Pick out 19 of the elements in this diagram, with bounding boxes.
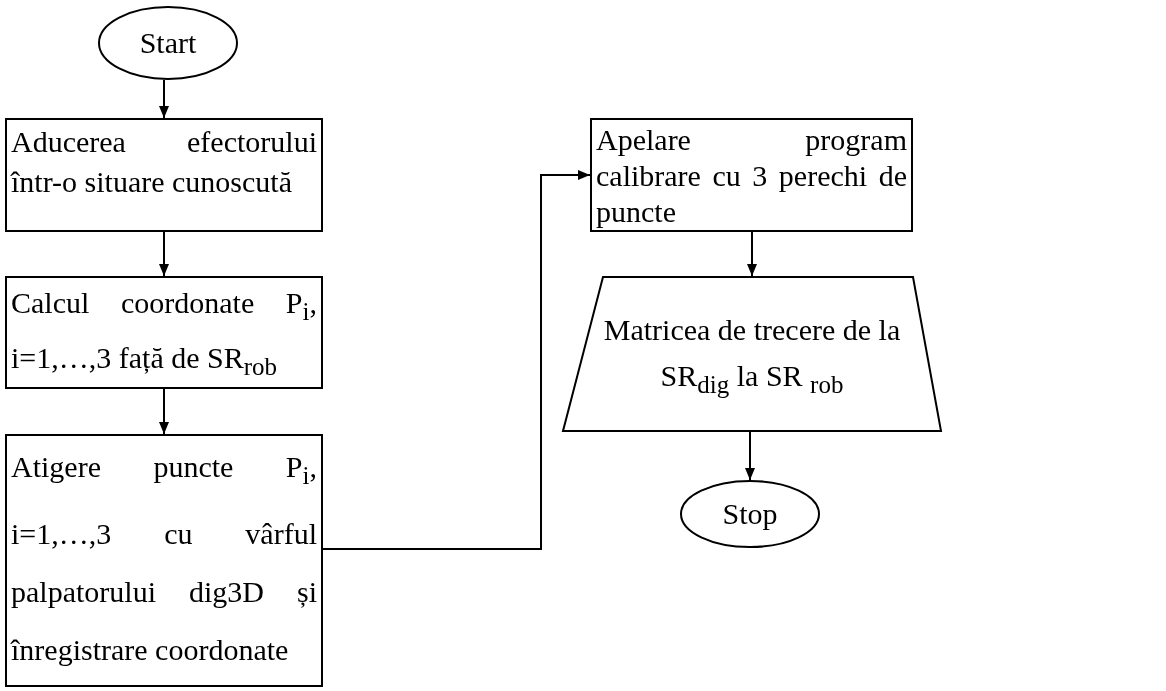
terminal-ellipse (98, 6, 238, 80)
node-text: Start (139, 25, 197, 61)
terminal-ellipse (680, 480, 820, 548)
arrow (159, 388, 169, 435)
node-text: Atigere puncte P$_{i}$, i=1,…,3 cu vârful palpatorului dig3D și înregistrare coordonate (11, 449, 317, 668)
arrow (745, 431, 755, 481)
node-text: Apelare program calibrare cu 3 perechi de puncte (596, 122, 907, 230)
node-text: Matricea de trecere de la SR$_{dig}$ la SR $_{rob}$ (602, 311, 902, 400)
arrow (159, 231, 169, 277)
arrow (747, 231, 757, 277)
arrow (159, 79, 169, 119)
arrow (322, 170, 591, 550)
process-box (5, 118, 323, 232)
output-trapezoid (562, 276, 942, 432)
process-box (5, 434, 323, 687)
node-text: Aducerea efectorului într-o situare cunoscută (11, 124, 317, 200)
node-text: Stop (722, 496, 778, 532)
node-text: Calcul coordonate P$_{i}$, i=1,…,3 față de SR$_{rob}$ (11, 285, 317, 382)
process-box (5, 276, 323, 389)
